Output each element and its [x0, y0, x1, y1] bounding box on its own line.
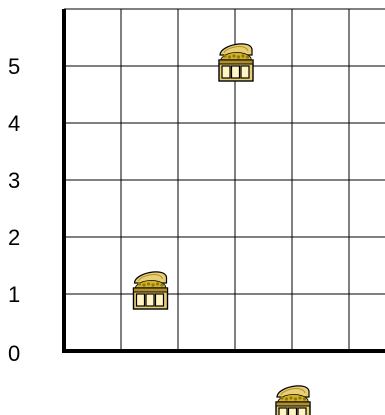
y-tick-label: 4 — [8, 111, 20, 136]
y-axis-tick-labels: 0 1 2 3 4 5 — [8, 54, 20, 366]
y-tick-label: 1 — [8, 282, 20, 307]
treasure-chest-icon — [219, 44, 253, 81]
treasure-chest-icon — [134, 272, 168, 309]
y-tick-label: 5 — [8, 54, 20, 79]
treasure-chests — [134, 44, 311, 415]
y-tick-label: 2 — [8, 225, 20, 250]
y-tick-label: 3 — [8, 168, 20, 193]
y-tick-label: 0 — [8, 341, 20, 366]
treasure-chest-icon — [276, 386, 310, 415]
